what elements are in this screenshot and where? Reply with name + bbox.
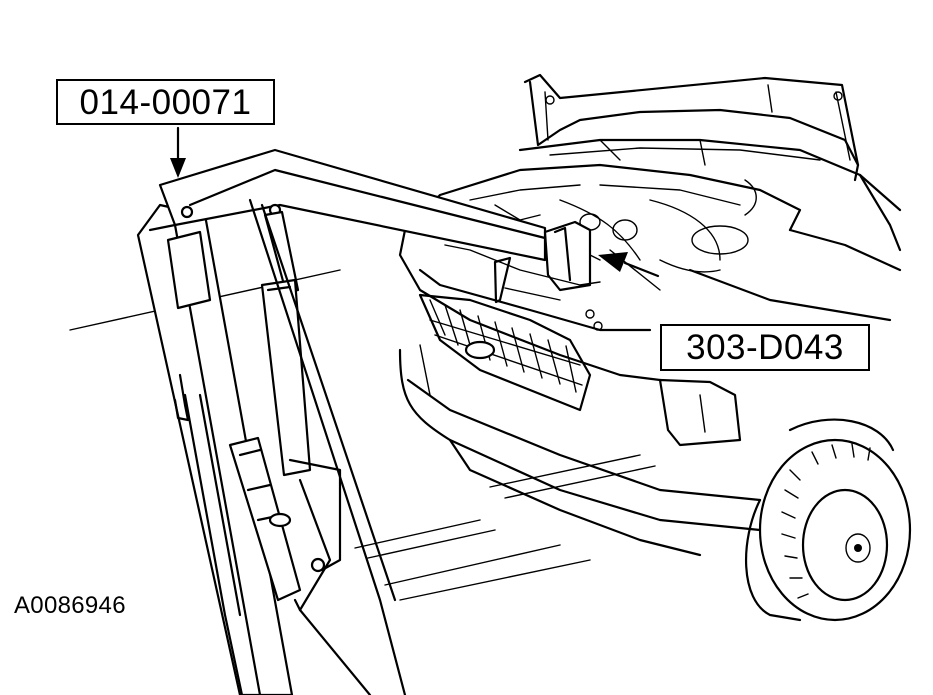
vehicle-front: [398, 73, 912, 622]
lifting-bracket: [444, 244, 603, 331]
figure-id-label: A0086946: [14, 592, 126, 619]
engine-crane: [136, 148, 592, 695]
callout-leaders: [170, 126, 660, 278]
tool-callout-303-D043: 303-D043: [660, 324, 870, 371]
tool-callout-014-00071: 014-00071: [56, 79, 275, 125]
